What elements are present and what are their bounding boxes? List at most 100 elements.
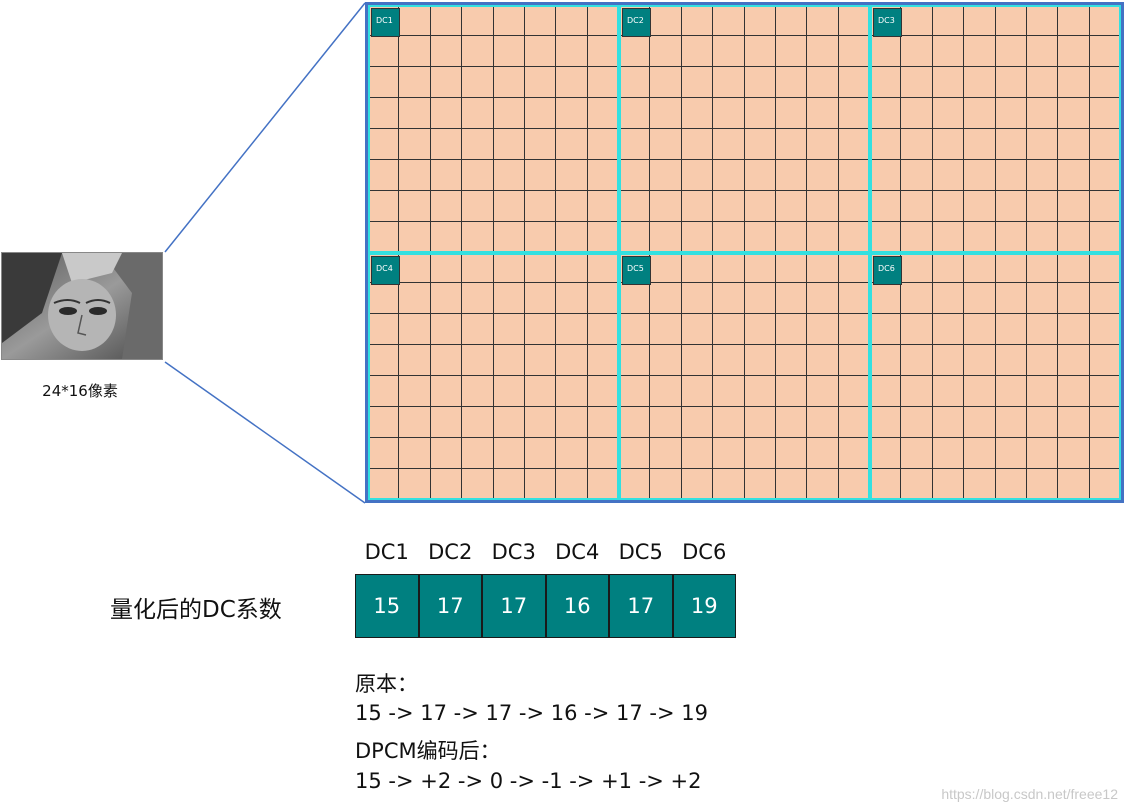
pixel-cell [744, 35, 776, 67]
dc-tag: DC6 [873, 255, 902, 285]
dct-block-1: DC1 [368, 5, 619, 253]
pixel-cell [901, 159, 933, 191]
pixel-cell [556, 283, 588, 315]
pixel-cell [462, 5, 494, 36]
pixel-cell [713, 252, 745, 284]
pixel-cell [964, 283, 996, 315]
pixel-cell [524, 159, 557, 191]
pixel-cell [430, 376, 463, 408]
pixel-cell [870, 159, 902, 191]
pixel-cell [1026, 66, 1059, 98]
pixel-cell [399, 314, 431, 346]
pixel-cell [462, 190, 494, 222]
pixel-cell [713, 190, 745, 222]
pixel-cell [462, 314, 494, 346]
pixel-cell [744, 97, 776, 129]
pixel-cell [681, 190, 714, 222]
pixel-cell [1058, 66, 1090, 98]
pixel-cell [713, 97, 745, 129]
pixel-cell [399, 128, 431, 160]
pixel-cell [556, 438, 588, 470]
pixel-cell [368, 190, 400, 222]
pixel-cell [650, 190, 682, 222]
pixel-cell [1026, 314, 1059, 346]
pixel-cell [399, 283, 431, 315]
pixel-cell [870, 128, 902, 160]
pixel-cell [650, 314, 682, 346]
pixel-cell [650, 159, 682, 191]
dc-value-cell: 19 [672, 574, 736, 638]
portrait-image [2, 253, 162, 359]
pixel-cell [681, 128, 714, 160]
pixel-cell [775, 128, 808, 160]
pixel-cell [995, 190, 1027, 222]
pixel-cell [1026, 128, 1059, 160]
pixel-cell [713, 5, 745, 36]
pixel-cell [807, 159, 839, 191]
pixel-cell [1058, 314, 1090, 346]
pixel-cell [775, 5, 808, 36]
pixel-cell [744, 252, 776, 284]
dct-block-6: DC6 [870, 252, 1121, 500]
pixel-cell [619, 438, 651, 470]
pixel-cell [493, 190, 525, 222]
pixel-cell [493, 252, 525, 284]
pixel-cell [493, 66, 525, 98]
pixel-cell [1026, 5, 1059, 36]
pixel-cell [775, 66, 808, 98]
pixel-cell [1058, 35, 1090, 67]
pixel-cell [399, 252, 431, 284]
pixel-cell [713, 407, 745, 439]
pixel-cell [932, 190, 965, 222]
pixel-cell [932, 283, 965, 315]
pixel-cell [713, 35, 745, 67]
pixel-cell [995, 159, 1027, 191]
pixel-cell [932, 35, 965, 67]
pixel-cell [368, 97, 400, 129]
pixel-cell [493, 128, 525, 160]
pixel-cell [870, 190, 902, 222]
pixel-cell [901, 128, 933, 160]
pixel-cell [995, 314, 1027, 346]
pixel-cell [619, 407, 651, 439]
pixel-cell [493, 438, 525, 470]
pixel-cell [744, 283, 776, 315]
pixel-cell [524, 190, 557, 222]
pixel-cell [744, 190, 776, 222]
pixel-cell [462, 128, 494, 160]
dc-label: DC5 [618, 540, 663, 564]
pixel-cell [462, 159, 494, 191]
pixel-cell [619, 345, 651, 377]
pixel-cell [870, 314, 902, 346]
pixel-cell [964, 438, 996, 470]
pixel-cell [430, 314, 463, 346]
pixel-cell [901, 190, 933, 222]
pixel-cell [775, 345, 808, 377]
pixel-cell [430, 190, 463, 222]
pixel-cell [368, 35, 400, 67]
pixel-cell [995, 376, 1027, 408]
pixel-cell [807, 5, 839, 36]
pixel-cell [462, 252, 494, 284]
pixel-cell [1058, 376, 1090, 408]
pixel-cell [399, 190, 431, 222]
pixel-cell [368, 159, 400, 191]
pixel-cell [524, 283, 557, 315]
pixel-cell [744, 159, 776, 191]
pixel-cell [964, 407, 996, 439]
pixel-cell [807, 190, 839, 222]
dpcm-heading: DPCM编码后： [355, 739, 501, 763]
pixel-cell [870, 407, 902, 439]
pixel-cell [430, 66, 463, 98]
dc-value-cell: 15 [355, 574, 419, 638]
pixel-cell [681, 314, 714, 346]
pixel-cell [932, 97, 965, 129]
pixel-cell [870, 66, 902, 98]
dc-tag: DC5 [622, 255, 651, 285]
dc-value-cell: 16 [545, 574, 609, 638]
dc-label: DC3 [491, 540, 536, 564]
pixel-cell [775, 190, 808, 222]
pixel-cell [619, 128, 651, 160]
